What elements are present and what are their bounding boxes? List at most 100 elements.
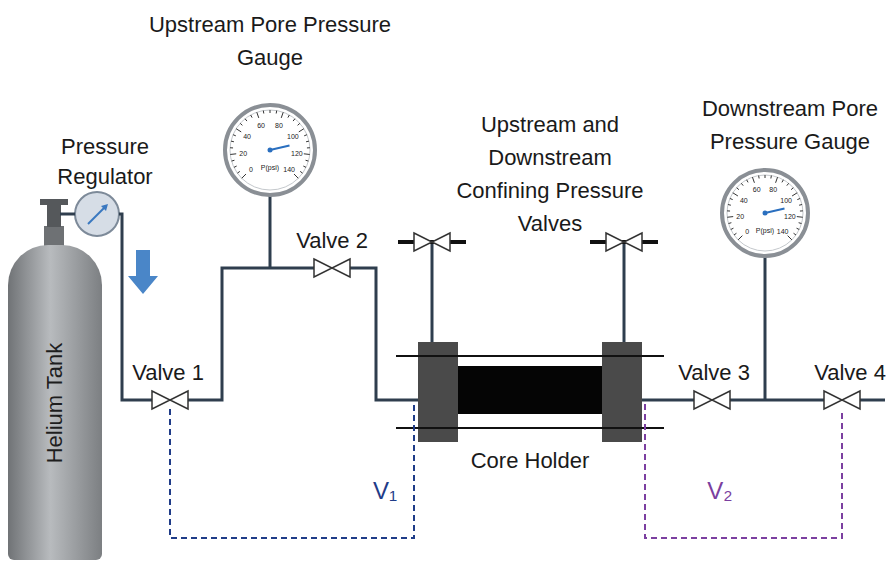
- pipe: [431, 242, 434, 342]
- gauge-tick: [236, 129, 241, 132]
- gauge-rim: [722, 170, 808, 256]
- gauge-tick: [294, 174, 298, 178]
- gauge-tick: [782, 180, 783, 183]
- gauge-tick: [738, 236, 742, 240]
- sleeve-line: [396, 427, 664, 429]
- gauge-number: 140: [777, 227, 789, 234]
- valve-group-label: Upstream and Downstream Confining Pressu…: [450, 108, 650, 240]
- gauge-needle: [270, 146, 289, 150]
- pipe: [60, 213, 75, 216]
- gauge-tick: [293, 119, 295, 121]
- gauge-tick: [251, 115, 252, 118]
- part-label: Core Holder: [471, 448, 590, 474]
- gauge-tick: [281, 112, 283, 118]
- gauge-number: 100: [780, 196, 792, 203]
- gauge-tick: [797, 228, 800, 229]
- pressure-regulator: [75, 192, 119, 236]
- valve-label: Valve 4: [810, 358, 890, 388]
- gauge-tick: [794, 233, 796, 235]
- pipe: [860, 399, 885, 402]
- gauge-number: 20: [239, 150, 247, 157]
- gauge-tick: [237, 171, 239, 173]
- gauge-tick: [788, 236, 792, 240]
- valve-label: Valve 1: [123, 358, 213, 388]
- gauge-number: 140: [283, 166, 295, 173]
- gauge-tick: [737, 188, 739, 190]
- core-holder: Core Holder: [418, 342, 642, 442]
- gauge-tick: [776, 177, 778, 183]
- gauge-tick: [727, 210, 730, 211]
- gauge-title: Downstream Pore Pressure Gauge: [690, 92, 890, 158]
- pipe: [730, 399, 824, 402]
- gauge-number: 20: [736, 212, 744, 219]
- gauge-unit: P(psi): [756, 227, 774, 234]
- gauge-tick: [231, 141, 234, 143]
- gauge-tick: [799, 222, 802, 224]
- volume-label: V₁: [365, 476, 405, 506]
- gauge-number: 0: [745, 227, 749, 234]
- gauge-number: 60: [257, 121, 265, 128]
- pipe: [623, 242, 626, 342]
- gauge-tick: [733, 193, 738, 196]
- gauge-hub: [268, 148, 273, 153]
- gauge-tick: [299, 129, 304, 132]
- gauge-number: 100: [287, 132, 299, 139]
- pipe: [188, 268, 314, 400]
- pipe: [642, 399, 694, 402]
- tank-handle: [40, 199, 68, 205]
- gauge-tick: [263, 111, 265, 114]
- gauge-number: 80: [769, 186, 777, 193]
- flow-arrow: [128, 250, 158, 294]
- pipe: [350, 268, 418, 400]
- gauge-tick: [792, 193, 797, 196]
- gauge-face: [727, 175, 803, 251]
- gauge-tick: [233, 135, 236, 136]
- gauge-tick: [787, 183, 789, 185]
- gauge-tick: [728, 204, 731, 206]
- gauge-number: 80: [275, 121, 283, 128]
- gauge-tick: [797, 216, 803, 218]
- gauge-number: 60: [753, 186, 761, 193]
- valve-symbol: [152, 391, 188, 409]
- valve-symbol: [414, 233, 450, 251]
- gauge-tick: [298, 123, 300, 125]
- gauge-tick: [300, 171, 302, 173]
- volume-label: V₂: [700, 476, 740, 506]
- gauge-tick: [304, 153, 310, 155]
- regulator-needle-head: [101, 204, 108, 211]
- gauge-tick: [800, 210, 803, 211]
- gauge-tick: [306, 160, 309, 162]
- gauge-number: 120: [291, 150, 303, 157]
- pipe: [764, 256, 767, 400]
- valve-symbol: [824, 391, 860, 409]
- gauge-tick: [791, 188, 793, 190]
- gauge-tick: [731, 228, 734, 229]
- gauge-hub: [763, 211, 768, 216]
- gauge-rim: [225, 105, 315, 195]
- gauge-needle: [765, 209, 784, 213]
- gauge-tick: [797, 198, 800, 199]
- gauge-tick: [276, 111, 278, 114]
- valve-symbol: [314, 259, 350, 277]
- gauge-tick: [728, 222, 731, 224]
- valve-label: Valve 2: [287, 226, 377, 256]
- regulator-needle: [88, 206, 106, 224]
- gauge-tick: [306, 141, 309, 143]
- valve-label: Valve 3: [674, 358, 754, 388]
- regulator-label: Pressure Regulator: [45, 132, 165, 192]
- gauge-tick: [230, 153, 236, 155]
- gauge-number: 40: [740, 196, 748, 203]
- volume-outline: [170, 404, 414, 538]
- gauge-tick: [245, 119, 247, 121]
- volume-outline: [645, 404, 842, 538]
- tank-valve: [47, 205, 61, 227]
- valve-symbol: [606, 233, 642, 251]
- gauge-tick: [741, 183, 743, 185]
- gauge-tick: [257, 112, 259, 118]
- gauge-number: 0: [249, 166, 253, 173]
- gauge-tick: [232, 160, 235, 162]
- gauge-tick: [242, 174, 246, 178]
- gauge-tick: [288, 115, 289, 118]
